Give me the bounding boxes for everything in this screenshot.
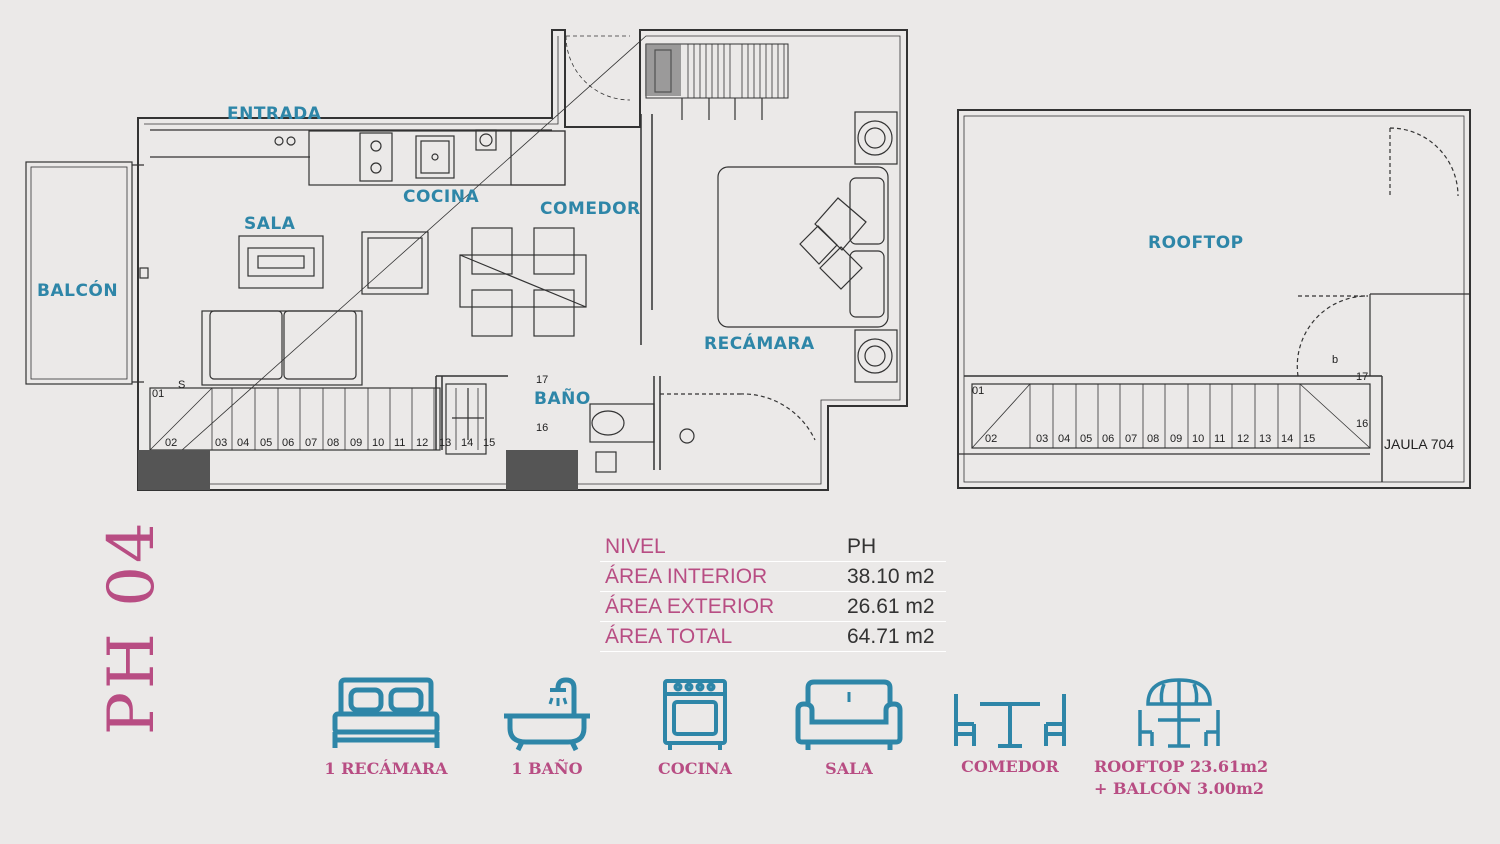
umbrella-table-icon [1138,678,1220,748]
room-label-entrada: ENTRADA [227,104,322,124]
stove-icon [663,679,727,750]
amenity-label: 1 BAÑO [511,759,583,778]
roof-stair-step: 08 [1147,433,1160,445]
jaula-label: JAULA 704 [1384,436,1455,452]
amenity-label-line2: + BALCÓN 3.00m2 [1094,779,1265,798]
roof-stair-step: 15 [1303,433,1316,445]
spec-label: ÁREA INTERIOR [605,564,768,588]
stair-step: 03 [215,437,228,449]
amenity-bedroom: 1 RECÁMARA [318,676,454,780]
roof-stair-step: 11 [1214,433,1226,445]
spec-label: NIVEL [605,534,666,558]
stair-step: 16 [536,422,549,434]
stair-step: 17 [536,374,549,386]
spec-row-area-interior: ÁREA INTERIOR 38.10 m2 [600,562,946,592]
stair-step: 10 [372,437,385,449]
stair-step: 06 [282,437,295,449]
amenity-rooftop: ROOFTOP 23.61m2 + BALCÓN 3.00m2 [1094,676,1269,800]
bed-icon [332,677,440,748]
amenity-label: 1 RECÁMARA [324,759,448,778]
amenity-dining-room: COMEDOR [948,690,1072,778]
spec-value: 38.10 m2 [847,564,935,588]
amenity-label: COCINA [658,759,732,778]
amenity-label: ROOFTOP 23.61m2 [1094,757,1269,776]
stair-step: 02 [165,437,178,449]
stair-step: 04 [237,437,250,449]
room-label-sala: SALA [244,214,296,234]
spec-label: ÁREA TOTAL [605,624,733,648]
roof-stair-step: 03 [1036,433,1049,445]
roof-stair-step: 09 [1170,433,1183,445]
stair-step: 08 [327,437,340,449]
apartment-walls [137,29,908,491]
spec-table: NIVEL PH ÁREA INTERIOR 38.10 m2 ÁREA EXT… [600,532,946,652]
roof-stair-step: 12 [1237,433,1250,445]
spec-row-area-total: ÁREA TOTAL 64.71 m2 [600,622,946,652]
roof-stair-step: 05 [1080,433,1093,445]
roof-stair-step: 07 [1125,433,1138,445]
bathtub-icon [504,677,590,752]
stair-step: 14 [461,437,474,449]
stair-step: 11 [394,437,406,449]
amenity-bathroom: 1 BAÑO [492,676,602,780]
roof-stair-step: 13 [1259,433,1272,445]
amenity-label: COMEDOR [961,757,1059,776]
room-label-recamara: RECÁMARA [704,334,815,354]
room-label-bano: BAÑO [534,389,591,409]
balcony-outline [25,161,133,385]
stair-step: 15 [483,437,496,449]
stair-mark-s: S [178,379,186,391]
rooftop-outline [957,109,1471,489]
stair-step: 09 [350,437,363,449]
stair-step: 07 [305,437,318,449]
room-label-rooftop: ROOFTOP [1148,233,1244,253]
room-label-comedor: COMEDOR [540,199,641,219]
amenity-kitchen: COCINA [648,678,742,780]
roof-stair-step: 16 [1356,418,1369,430]
amenity-living-room: SALA [790,678,908,780]
dining-table-icon [954,694,1066,748]
stair-step: 05 [260,437,273,449]
roof-stair-step: 04 [1058,433,1071,445]
roof-stair-step: 01 [972,385,985,397]
unit-title: PH 04 [95,519,169,735]
roof-stair-step: 14 [1281,433,1294,445]
stair-step: 01 [152,388,165,400]
room-label-balcon: BALCÓN [37,281,119,301]
spec-value: 64.71 m2 [847,624,935,648]
sofa-icon [795,679,903,750]
spec-row-area-exterior: ÁREA EXTERIOR 26.61 m2 [600,592,946,622]
roof-stair-step: 10 [1192,433,1205,445]
roof-stair-step: 06 [1102,433,1115,445]
roof-stair-step: 02 [985,433,998,445]
bed-drawing [717,166,889,328]
stair-step: 12 [416,437,429,449]
spec-label: ÁREA EXTERIOR [605,594,775,618]
stair-step: 13 [439,437,452,449]
spec-value: PH [847,534,877,558]
roof-mark-b: b [1332,354,1339,366]
amenity-label: SALA [825,759,873,778]
room-label-cocina: COCINA [403,187,480,207]
roof-stair-step: 17 [1356,371,1369,383]
spec-value: 26.61 m2 [847,594,935,618]
spec-row-nivel: NIVEL PH [600,532,946,562]
